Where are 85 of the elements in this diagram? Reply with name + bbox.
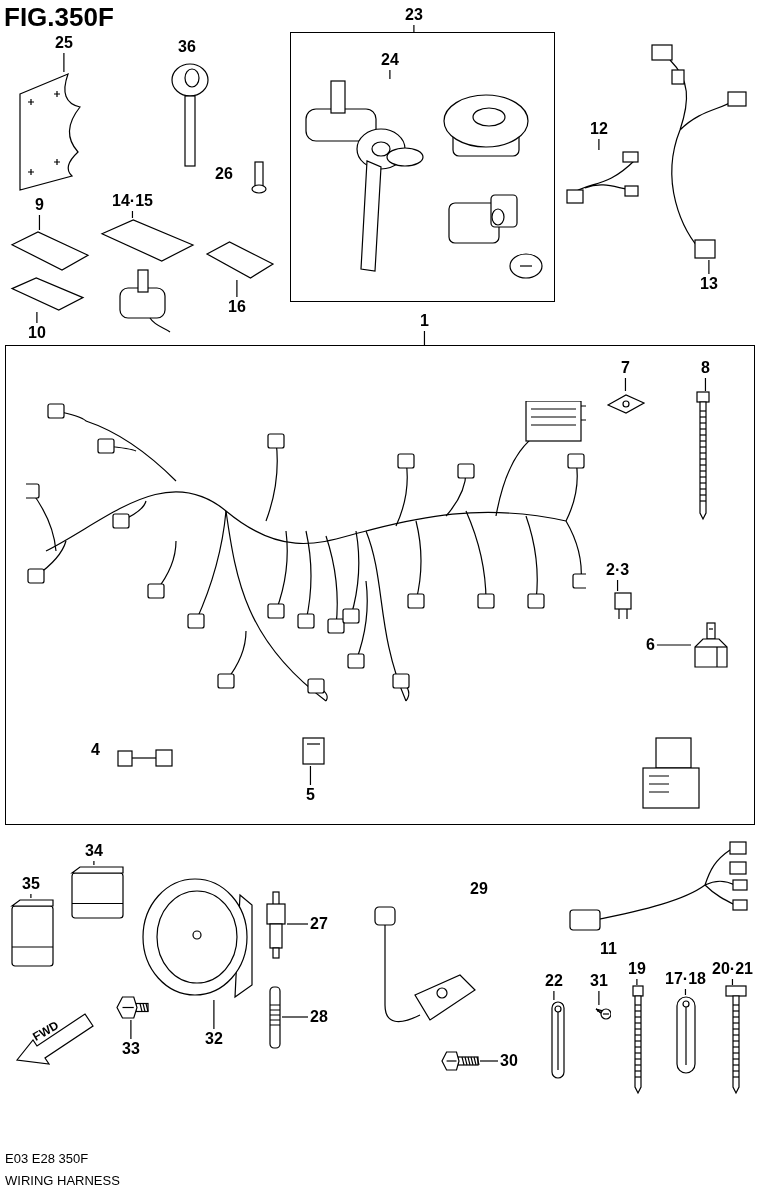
leader-line [598,990,600,1006]
leader-line [286,923,309,925]
callout-number: 8 [701,359,710,377]
figure-title: FIG.350F [4,2,114,32]
callout-number: 20·21 [712,960,753,978]
horn-drawing [140,875,255,1000]
callout-number: 28 [310,1008,328,1026]
callout-number: 34 [85,842,103,860]
callout-number: 17·18 [665,970,706,988]
leader-line [309,765,312,786]
leader-line [684,988,687,996]
leader-line [236,279,238,298]
sub-harness-drawing [565,150,640,205]
clamp-drawing [550,1000,566,1080]
callout-number: 25 [55,34,73,52]
leader-line [616,579,619,592]
caption: WIRING HARNESS [5,1172,120,1190]
callout-number: 14·15 [112,192,153,210]
leader-line [30,893,32,899]
plate-drawing [10,230,90,272]
callout-number: 24 [381,51,399,69]
fuse-drawing [613,591,633,621]
leader-line [624,377,627,392]
callout-number: 19 [628,960,646,978]
callout-number: 26 [215,165,233,183]
leader-line [423,330,426,346]
cable-tie-drawing [696,391,710,521]
leader-line [479,1060,499,1062]
leader-line [708,259,710,275]
callout-number: 16 [228,298,246,316]
leader-line [93,860,95,866]
clamp-drawing [675,995,697,1075]
callout-number: 33 [122,1040,140,1058]
callout-number: 36 [178,38,196,56]
callout-number: 22 [545,972,563,990]
bolt-drawing [115,995,150,1020]
leader-line [413,24,415,33]
callout-number: 23 [405,6,423,24]
callout-number: 7 [621,359,630,377]
leader-line [63,52,65,73]
cable-tie-drawing [632,985,644,1095]
group-frame [290,32,555,302]
callout-number: 6 [646,636,655,654]
bolt-drawing [440,1050,480,1072]
callout-number: 10 [28,324,46,342]
leader-line [281,1016,309,1018]
leader-line [598,138,600,151]
sensor-drawing [691,621,731,671]
pin-drawing [268,985,282,1050]
leader-line [130,1019,132,1040]
callout-number: 4 [91,741,100,759]
callout-number: 31 [590,972,608,990]
group-frame [5,345,755,825]
leader-line [389,69,391,80]
screw-drawing [595,1005,611,1021]
callout-number: 2·3 [606,561,630,579]
plate-drawing [205,240,275,280]
leader-line [38,214,41,231]
leader-line [36,311,38,324]
arrow-label: FWD [29,1017,62,1046]
leader-line [213,999,215,1030]
leader-line [131,210,134,219]
callout-number: 30 [500,1052,518,1070]
callout-number: 29 [470,880,488,898]
callout-number: 11 [600,940,617,958]
connector-drawing [301,736,326,766]
leader-line [731,978,734,986]
leader-line [636,978,638,986]
figure-code: E03 E28 350F [5,1150,89,1168]
callout-number: 35 [22,875,40,893]
leader-line [656,644,692,646]
callout-number: 1 [420,312,429,330]
switch-drawing [265,890,287,960]
plate-drawing [100,218,195,263]
callout-number: 32 [205,1030,223,1048]
cable-tie-drawing [725,985,747,1095]
callout-number: 9 [35,196,44,214]
callout-number: 27 [310,915,328,933]
callout-number: 13 [700,275,718,293]
plate-drawing [10,276,85,312]
callout-number: 12 [590,120,608,138]
relay-drawing [70,865,125,920]
leader-line [553,990,555,1001]
callout-number: 5 [306,786,315,804]
relay-drawing [10,898,55,968]
